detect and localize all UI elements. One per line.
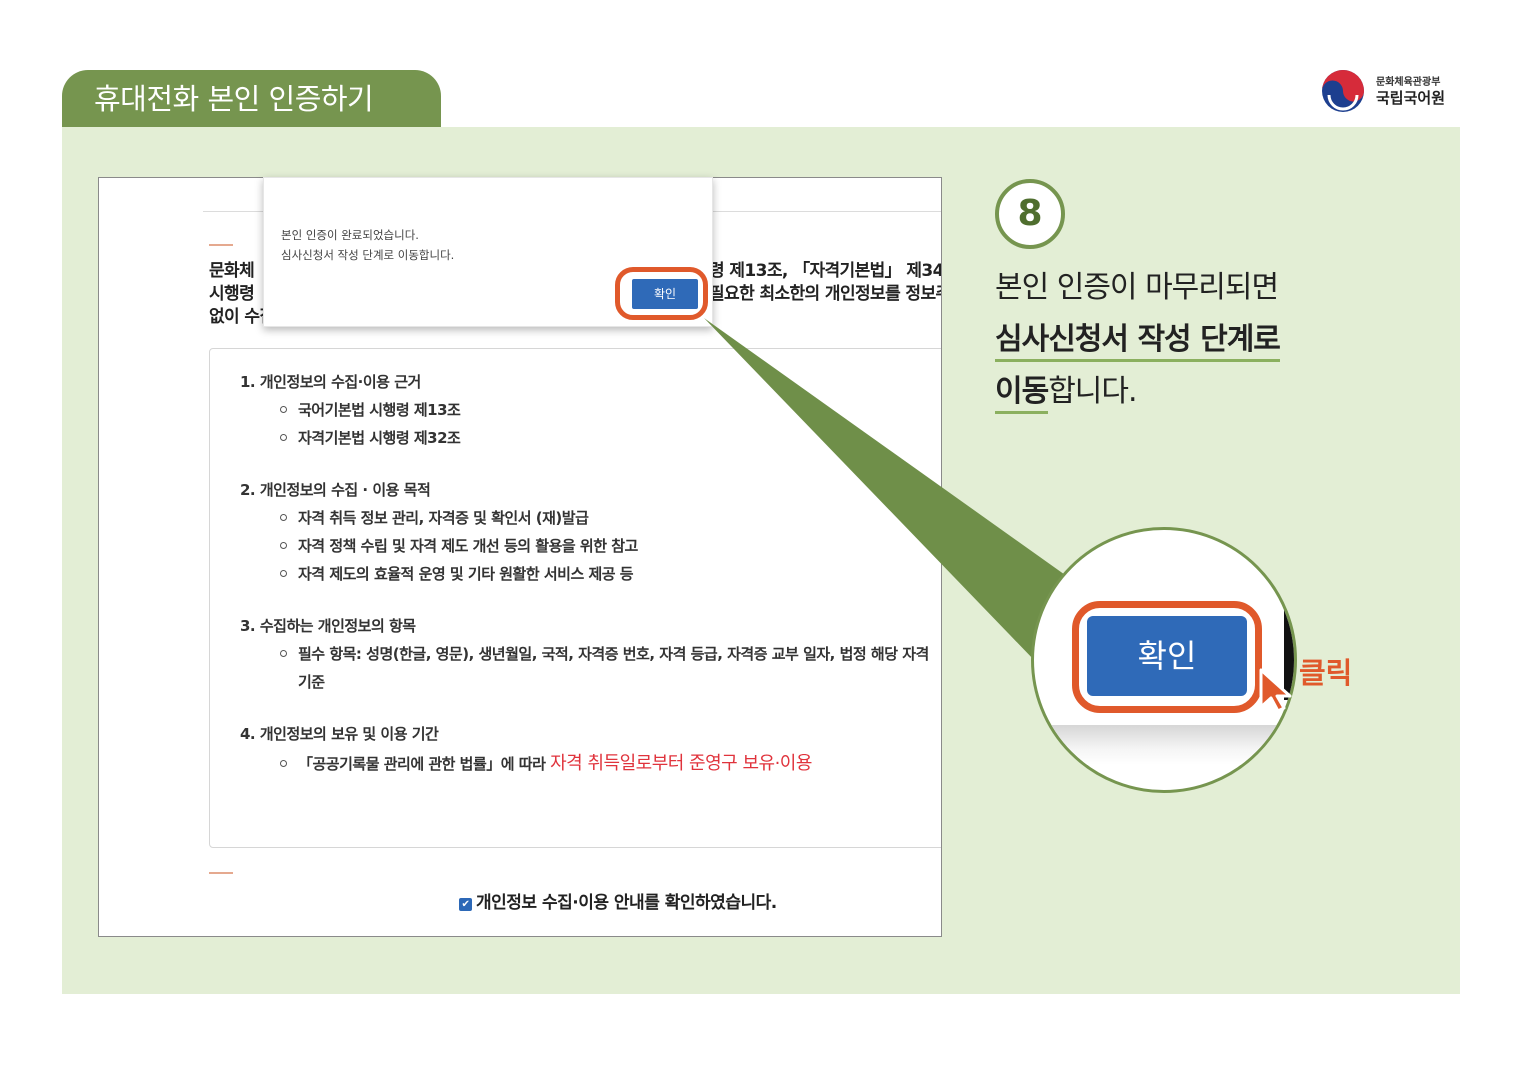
accent-dash bbox=[209, 872, 233, 874]
bullet-icon bbox=[280, 514, 287, 521]
bullet-icon bbox=[280, 542, 287, 549]
highlight-ring bbox=[615, 267, 708, 320]
click-label: 클릭 bbox=[1299, 656, 1353, 690]
intro-line-2a: 시행령 bbox=[209, 284, 255, 304]
bullet-icon bbox=[280, 434, 287, 441]
bullet-icon bbox=[280, 570, 287, 577]
bullet-icon bbox=[280, 650, 287, 657]
list-item-text: 자격 제도의 효율적 운영 및 기타 원활한 서비스 제공 등 bbox=[298, 565, 634, 583]
list-item: 자격기본법 시행령 제32조 bbox=[280, 427, 461, 448]
dialog-message: 본인 인증이 완료되었습니다. 심사신청서 작성 단계로 이동합니다. bbox=[281, 225, 454, 265]
zoom-highlight-ring bbox=[1072, 601, 1262, 713]
agree-checkbox-row[interactable]: ✔ 개인정보 수집·이용 안내를 확인하였습니다. bbox=[459, 888, 777, 913]
list-item: 자격 제도의 효율적 운영 및 기타 원활한 서비스 제공 등 bbox=[280, 563, 634, 584]
list-item-text: 자격 정책 수립 및 자격 제도 개선 등의 활용을 위한 참고 bbox=[298, 537, 638, 555]
section-heading: 2. 개인정보의 수집 · 이용 목적 bbox=[240, 481, 431, 499]
list-item-text: 자격 취득 정보 관리, 자격증 및 확인서 (재)발급 bbox=[298, 509, 589, 527]
intro-line-2b: 필요한 최소한의 개인정보를 정보주 bbox=[709, 284, 942, 304]
dialog-message-line: 본인 인증이 완료되었습니다. bbox=[281, 228, 419, 242]
step-line-3-rest: 합니다. bbox=[1048, 374, 1137, 409]
logo-ministry-text: 문화체육관광부 bbox=[1376, 77, 1441, 88]
agree-label: 개인정보 수집·이용 안내를 확인하였습니다. bbox=[476, 893, 777, 913]
dialog-message-line: 심사신청서 작성 단계로 이동합니다. bbox=[281, 248, 455, 262]
privacy-info-box: 1. 개인정보의 수집·이용 근거 국어기본법 시행령 제13조 자격기본법 시… bbox=[209, 348, 941, 848]
intro-line-1b: 령 제13조, 「자격기본법」 제34 bbox=[709, 261, 942, 281]
list-item: 필수 항목: 성명(한글, 영문), 생년월일, 국적, 자격증 번호, 자격 … bbox=[280, 643, 929, 664]
mouse-cursor-icon bbox=[1259, 668, 1292, 713]
screen-edge bbox=[1284, 610, 1294, 700]
step-line-1: 본인 인증이 마무리되면 bbox=[995, 270, 1279, 305]
intro-line-3a: 없이 수집 bbox=[209, 307, 275, 327]
accent-dash bbox=[209, 244, 233, 246]
list-item-continuation: 기준 bbox=[298, 673, 325, 691]
verification-complete-dialog: 본인 인증이 완료되었습니다. 심사신청서 작성 단계로 이동합니다. 확인 bbox=[263, 177, 713, 327]
step-number-badge: 8 bbox=[995, 179, 1065, 249]
list-item: 자격 취득 정보 관리, 자격증 및 확인서 (재)발급 bbox=[280, 507, 589, 528]
logo-institute-text: 국립국어원 bbox=[1376, 89, 1446, 107]
list-item-text: 자격기본법 시행령 제32조 bbox=[298, 429, 461, 447]
section-heading: 1. 개인정보의 수집·이용 근거 bbox=[240, 373, 421, 391]
page-title: 휴대전화 본인 인증하기 bbox=[62, 70, 441, 128]
section-heading: 3. 수집하는 개인정보의 항목 bbox=[240, 617, 416, 635]
zoom-magnifier: 확인 bbox=[1031, 527, 1297, 793]
bullet-icon bbox=[280, 406, 287, 413]
section-heading: 4. 개인정보의 보유 및 이용 기간 bbox=[240, 725, 439, 743]
retention-highlight: 자격 취득일로부터 준영구 보유·이용 bbox=[550, 753, 812, 774]
step-line-3-emphasis: 이동 bbox=[995, 374, 1049, 414]
institute-logo: 문화체육관광부 국립국어원 bbox=[1320, 67, 1460, 115]
list-item-text: 필수 항목: 성명(한글, 영문), 생년월일, 국적, 자격증 번호, 자격 … bbox=[298, 645, 929, 663]
dialog-confirm-button[interactable]: 확인 bbox=[632, 279, 698, 309]
taegeuk-emblem-icon bbox=[1322, 70, 1364, 112]
checkbox-checked-icon[interactable]: ✔ bbox=[459, 898, 472, 911]
list-item: 자격 정책 수립 및 자격 제도 개선 등의 활용을 위한 참고 bbox=[280, 535, 638, 556]
step-instruction: 본인 인증이 마무리되면 심사신청서 작성 단계로 이동합니다. bbox=[995, 262, 1281, 418]
bullet-icon bbox=[280, 760, 287, 767]
step-line-2-emphasis: 심사신청서 작성 단계로 bbox=[995, 322, 1281, 362]
zoomed-confirm-button[interactable]: 확인 bbox=[1087, 616, 1247, 696]
list-item: 「공공기록물 관리에 관한 법률」에 따라 자격 취득일로부터 준영구 보유·이… bbox=[280, 749, 812, 775]
intro-line-1a: 문화체 bbox=[209, 261, 255, 281]
consent-intro: 문화체 령 제13조, 「자격기본법」 제34 시행령 필요한 최소한의 개인정… bbox=[209, 260, 942, 329]
list-item: 국어기본법 시행령 제13조 bbox=[280, 399, 461, 420]
list-item-text: 「공공기록물 관리에 관한 법률」에 따라 bbox=[298, 755, 551, 773]
list-item-text: 국어기본법 시행령 제13조 bbox=[298, 401, 461, 419]
dialog-shadow bbox=[1034, 725, 1294, 765]
